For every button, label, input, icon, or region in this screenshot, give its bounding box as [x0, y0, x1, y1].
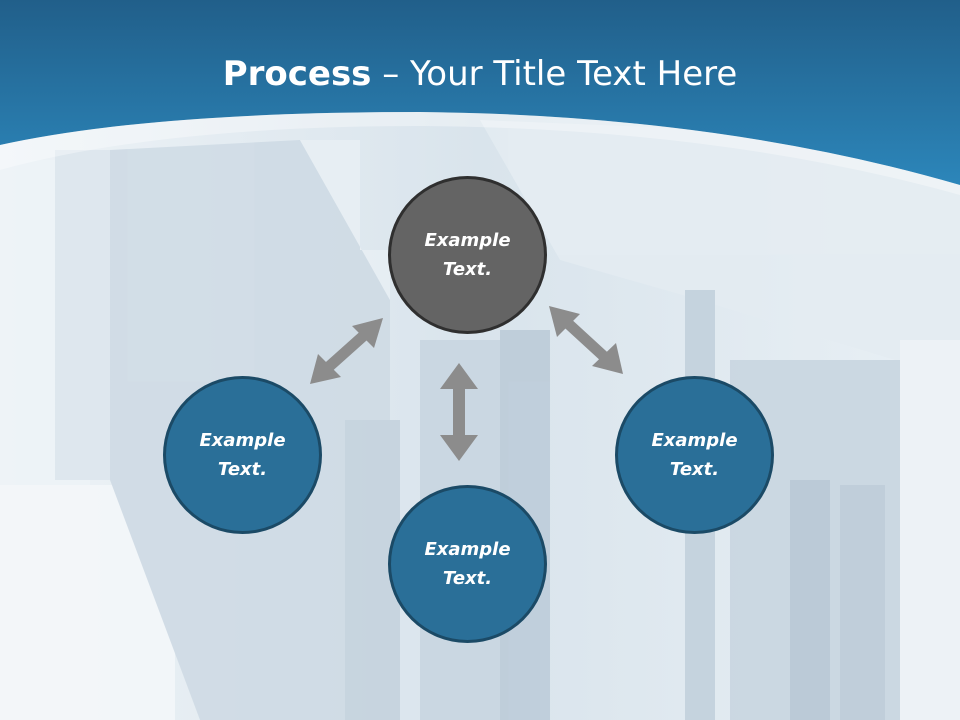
arrow-center-bottom [440, 363, 478, 461]
title-rest: – Your Title Text Here [371, 54, 738, 94]
arrow-center-right [549, 306, 623, 374]
arrow-center-left [310, 318, 383, 384]
left-node: Example Text. [163, 376, 322, 534]
background-photo [0, 120, 960, 720]
bottom-node-label: Example Text. [424, 539, 511, 589]
right-node: Example Text. [615, 376, 774, 534]
title-bold: Process [222, 54, 372, 94]
center-node-label: Example Text. [424, 230, 511, 280]
right-node-label: Example Text. [651, 430, 738, 480]
bottom-node: Example Text. [388, 485, 547, 643]
left-node-label: Example Text. [199, 430, 286, 480]
center-node: Example Text. [388, 176, 547, 334]
slide-title: Process – Your Title Text Here [0, 52, 960, 96]
